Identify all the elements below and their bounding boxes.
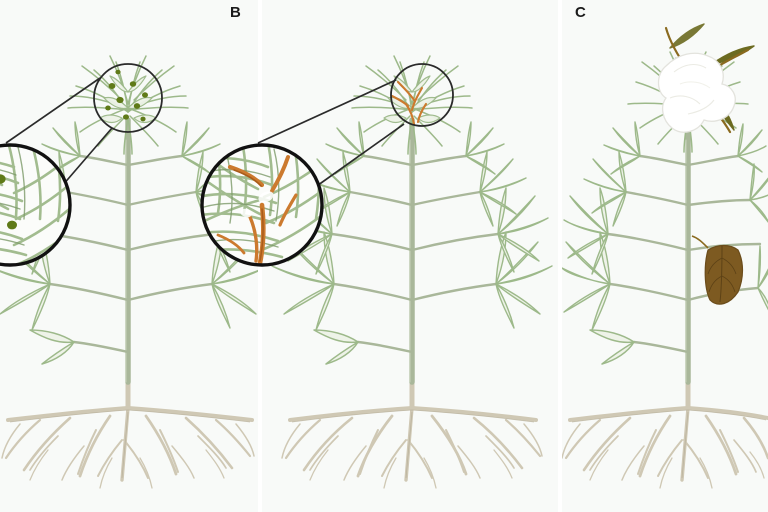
inset-b-content — [202, 145, 322, 265]
fan-leaf — [583, 151, 627, 227]
necrotic-highlight-inset-b — [240, 191, 274, 218]
branches-b — [330, 154, 500, 354]
withered-leaf-c — [691, 235, 744, 305]
root-system-c — [562, 379, 768, 489]
stem-c — [685, 107, 691, 385]
panel-label-b: B — [230, 4, 242, 21]
plant-illustration-c — [562, 23, 768, 489]
lower-leaves-b — [313, 329, 359, 365]
panel-seam-bc — [558, 14, 560, 512]
magnified-inset-a — [0, 143, 72, 267]
fan-leaf — [325, 121, 365, 175]
fan-leaf — [271, 231, 335, 331]
fan-leaves-c — [562, 121, 768, 331]
fan-leaf — [562, 231, 611, 331]
pest-spots-a — [105, 69, 148, 122]
inset-a-border — [0, 143, 72, 267]
fan-leaf — [757, 245, 768, 311]
branches-a — [46, 154, 216, 354]
bud-rot-mold-c — [657, 52, 736, 133]
inset-b-border — [200, 143, 324, 267]
fan-leaf — [563, 187, 609, 275]
panel-label-c: C — [575, 4, 587, 21]
root-system-b — [281, 379, 543, 489]
lower-leaves-c — [589, 329, 635, 365]
fan-leaf — [603, 121, 641, 175]
root-highlights-c — [571, 409, 767, 479]
lower-leaves-a — [29, 329, 75, 365]
pest-bodies-inset-a — [0, 174, 17, 230]
magnified-inset-b — [200, 143, 324, 267]
panel-c — [562, 0, 768, 512]
fan-leaf — [749, 163, 768, 223]
lesion-cores-inset-b — [233, 169, 264, 262]
fan-leaf — [479, 151, 527, 227]
root-system-a — [1, 379, 255, 489]
fan-leaf — [737, 123, 767, 173]
fan-leaf — [465, 121, 505, 175]
root-highlights-b — [291, 409, 535, 479]
root-highlights-a — [9, 409, 251, 479]
fan-leaf — [497, 187, 549, 273]
fan-leaf — [211, 231, 258, 329]
